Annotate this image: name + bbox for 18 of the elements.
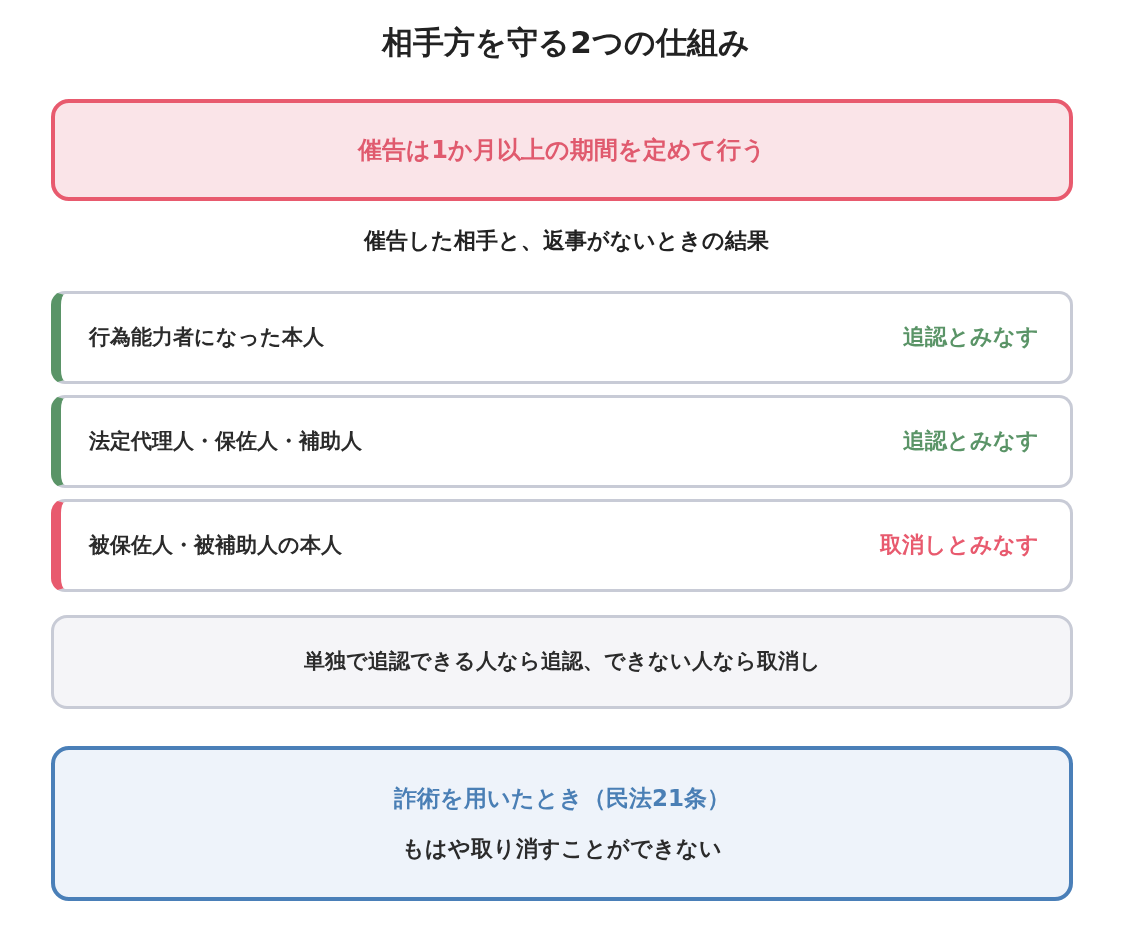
summary-box: [51, 615, 1073, 709]
row-label: 被保佐人・被補助人の本人: [89, 532, 342, 559]
box-text: 詐術を用いたとき（民法21条）: [394, 784, 730, 813]
list-row: [51, 499, 1073, 592]
box-text: 催告は1か月以上の期間を定めて行う: [358, 135, 766, 165]
callout-box: [51, 746, 1073, 901]
result-text: 取消しとみなす: [880, 532, 1039, 559]
callout-box: [51, 99, 1073, 201]
heading: 相手方を守る2つの仕組み: [382, 24, 750, 62]
box-text: もはや取り消すことができない: [402, 836, 722, 863]
result-text: 追認とみなす: [903, 324, 1039, 351]
box-text: 単独で追認できる人なら追認、できない人なら取消し: [303, 649, 821, 675]
subheading: 催告した相手と、返事がないときの結果: [363, 228, 769, 255]
result-text: 追認とみなす: [903, 428, 1039, 455]
row-label: 法定代理人・保佐人・補助人: [89, 428, 362, 455]
list-row: [51, 291, 1073, 384]
row-label: 行為能力者になった本人: [89, 324, 324, 351]
list-row: [51, 395, 1073, 488]
